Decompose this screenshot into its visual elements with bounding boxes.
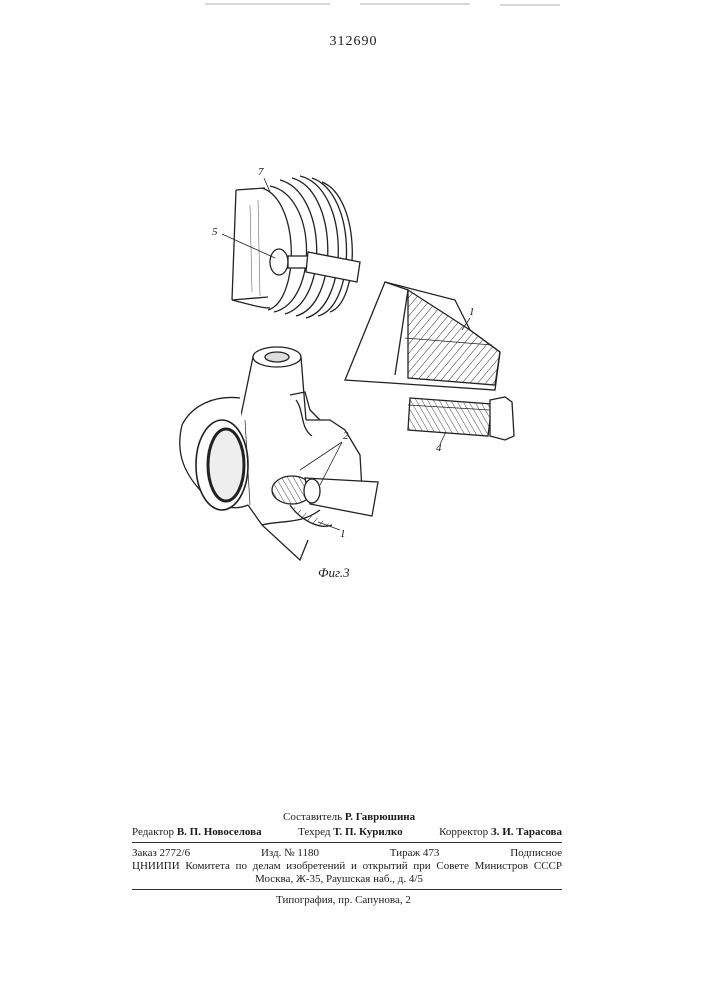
tool-4-drawing	[408, 397, 514, 440]
callout-7: 7	[258, 166, 264, 178]
techred-label: Техред	[298, 826, 330, 838]
composer-label: Составитель	[283, 811, 342, 823]
cutter-section-drawing	[345, 282, 500, 390]
order-number: Заказ 2772/6	[132, 847, 190, 860]
callout-1-top: 1	[469, 306, 475, 318]
editor-name: В. П. Новоселова	[177, 826, 262, 838]
footer-rule-bottom	[132, 889, 562, 890]
callout-5: 5	[212, 226, 218, 238]
callout-1-bottom: 1	[340, 528, 346, 540]
callout-2: 2	[343, 430, 349, 442]
callout-4: 4	[436, 442, 442, 454]
corrector-name: З. И. Тарасова	[491, 826, 562, 838]
scan-edge-marks	[205, 4, 560, 5]
print-run: Тираж 473	[390, 847, 440, 860]
corrector-label: Корректор	[439, 826, 488, 838]
editor-credit: Редактор В. П. Новоселова	[132, 826, 262, 839]
editor-label: Редактор	[132, 826, 174, 838]
patent-number: 312690	[0, 34, 707, 50]
printing-house-line: Типография, пр. Сапунова, 2	[276, 894, 411, 906]
techred-credit: Техред Т. П. Курилко	[298, 826, 402, 839]
figure-caption: Фиг.3	[318, 565, 350, 581]
footer-rule-top	[132, 842, 562, 843]
corrector-credit: Корректор З. И. Тарасова	[439, 826, 562, 839]
editors-row: Редактор В. П. Новоселова Техред Т. П. К…	[132, 826, 562, 839]
subscription-note: Подписное	[510, 847, 562, 860]
techred-name: Т. П. Курилко	[333, 826, 402, 838]
address-line: Москва, Ж-35, Раушская наб., д. 4/5	[255, 873, 423, 885]
edition-number: Изд. № 1180	[261, 847, 319, 860]
composer-line: Составитель Р. Гаврюшина	[283, 811, 415, 823]
cutter-inside-drawing	[272, 476, 378, 526]
organization-line: ЦНИИПИ Комитета по делам изобретений и о…	[132, 860, 562, 873]
order-row: Заказ 2772/6 Изд. № 1180 Тираж 473 Подпи…	[132, 847, 562, 860]
composer-name: Р. Гаврюшина	[345, 811, 415, 823]
